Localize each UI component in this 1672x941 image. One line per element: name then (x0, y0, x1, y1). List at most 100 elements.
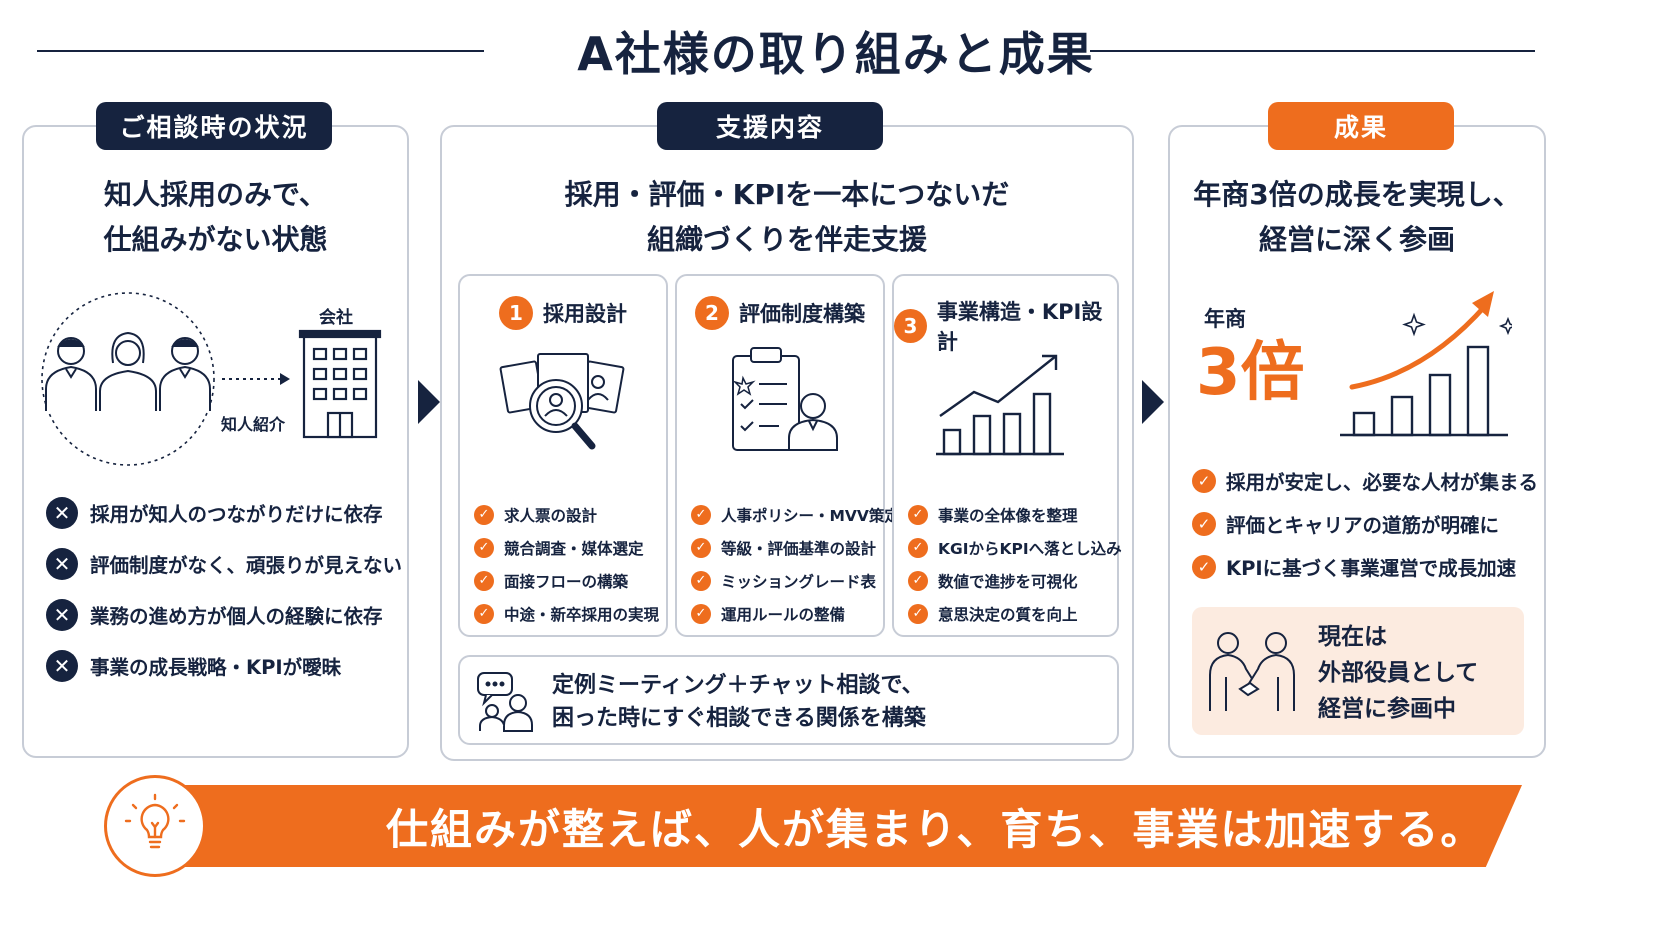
chat-consult-icon (477, 672, 533, 732)
check-icon: ✓ (691, 537, 711, 558)
support-headline-line2: 組織づくりを伴走支援 (646, 223, 927, 256)
current-role-line1: 現在は (1318, 624, 1387, 650)
conclusion-banner: 仕組みが整えば、人が集まり、育ち、事業は加速する。 (130, 785, 1522, 867)
card-title: 採用設計 (543, 302, 627, 326)
result-list: ✓ 採用が安定し、必要な人材が集まる ✓ 評価とキャリアの道筋が明確に ✓ KPIに基… (1192, 459, 1538, 588)
check-item: ✓ KGIからKPIへ落とし込み (908, 531, 1122, 564)
issue-text: 業務の進め方が個人の経験に依存 (90, 605, 383, 628)
issue-text: 採用が知人のつながりだけに依存 (90, 503, 383, 526)
title-rule-left (37, 50, 484, 52)
current-role-text: 現在は 外部役員として 経営に参画中 (1318, 619, 1478, 727)
result-item: ✓ 評価とキャリアの道筋が明確に (1192, 502, 1538, 545)
lightbulb-badge (104, 775, 206, 877)
check-item: ✓中途・新卒採用の実現 (474, 597, 659, 630)
result-tag: 成果 (1268, 102, 1454, 150)
check-text: 等級・評価基準の設計 (721, 539, 877, 558)
check-icon: ✓ (1192, 554, 1216, 579)
check-item: ✓ ミッショングレード表 (691, 564, 900, 597)
check-icon: ✓ (908, 603, 928, 624)
result-headline: 年商3倍の成長を実現し、 経営に深く参画 (1170, 172, 1544, 262)
revenue-label: 年商 (1204, 307, 1246, 331)
check-icon: ✓ (474, 537, 494, 558)
result-text: 採用が安定し、必要な人材が集まる (1226, 471, 1539, 494)
support-card-evaluation: 2 評価制度構築 ✓ 人事ポリシー・MVV策定 ✓ 等級・評価基準の設計 ✓ ミッショ… (675, 274, 900, 637)
check-icon: ✓ (908, 504, 928, 525)
check-text: 求人票の設計 (504, 506, 598, 525)
card-title: 事業構造・KPI設計 (936, 300, 1103, 354)
check-item: ✓ 等級・評価基準の設計 (691, 531, 900, 564)
step-number: 3 (894, 309, 927, 343)
growth-chart-icon (936, 354, 1064, 456)
check-icon: ✓ (691, 504, 711, 525)
person-icon (45, 337, 97, 411)
check-icon: ✓ (474, 504, 494, 525)
check-text: 人事ポリシー・MVV策定 (721, 506, 900, 525)
check-icon: ✓ (691, 603, 711, 624)
growth-bar-chart-icon (1340, 291, 1512, 437)
card-header: 3 事業構造・KPI設計 (894, 296, 1117, 356)
meeting-text: 定例ミーティング＋チャット相談で、 困った時にすぐ相談できる関係を構築 (552, 669, 926, 735)
referral-label: 知人紹介 (221, 415, 286, 434)
situation-headline-line2: 仕組みがない状態 (103, 223, 328, 256)
card-check-list: ✓事業の全体像を整理 ✓KGIからKPIへ落とし込み ✓数値で進捗を可視化 ✓意… (908, 498, 1122, 630)
meeting-box: 定例ミーティング＋チャット相談で、 困った時にすぐ相談できる関係を構築 (458, 655, 1119, 745)
meeting-text-line2: 困った時にすぐ相談できる関係を構築 (552, 706, 926, 731)
x-icon: ✕ (46, 547, 78, 580)
check-text: 数値で進捗を可視化 (938, 572, 1078, 591)
arrow-right-icon (280, 373, 290, 385)
current-role-line2: 外部役員として (1318, 660, 1479, 686)
card-check-list: ✓ 人事ポリシー・MVV策定 ✓ 等級・評価基準の設計 ✓ ミッショングレード表 ✓ 運… (691, 498, 900, 630)
issue-item: ✕ 業務の進め方が個人の経験に依存 (46, 589, 402, 640)
check-icon: ✓ (691, 570, 711, 591)
support-tag: 支援内容 (657, 102, 883, 150)
lightbulb-icon (124, 793, 186, 849)
situation-headline: 知人採用のみで、 仕組みがない状態 (24, 172, 407, 262)
building-icon (298, 329, 382, 439)
check-item: ✓ 数値で進捗を可視化 (908, 564, 1122, 597)
person-icon (99, 331, 157, 411)
step-number: 2 (695, 296, 729, 330)
check-text: ミッショングレード表 (721, 572, 877, 591)
current-role-box: 現在は 外部役員として 経営に参画中 (1192, 607, 1524, 735)
x-icon: ✕ (46, 496, 78, 529)
issue-text: 評価制度がなく、頑張りが見えない (90, 554, 403, 577)
recruit-search-icon (499, 353, 625, 450)
conclusion-text: 仕組みが整えば、人が集まり、育ち、事業は加速する。 (386, 804, 1485, 854)
check-item: ✓ 運用ルールの整備 (691, 597, 900, 630)
person-icon (159, 337, 211, 411)
result-headline-line2: 経営に深く参画 (1258, 223, 1455, 256)
support-headline-line1: 採用・評価・KPIを一本につないだ (564, 178, 1010, 211)
check-item: ✓ 求人票の設計 (474, 498, 659, 531)
handshake-icon (1209, 632, 1295, 711)
check-text: 競合調査・媒体選定 (504, 539, 644, 558)
support-card-kpi: 3 事業構造・KPI設計 ✓事業の全体像を整理 ✓KGIからKPIへ落とし込み … (892, 274, 1122, 637)
support-headline: 採用・評価・KPIを一本につないだ 組織づくりを伴走支援 (442, 172, 1132, 262)
x-icon: ✕ (46, 598, 78, 631)
card-title: 評価制度構築 (739, 302, 865, 326)
company-label: 会社 (319, 308, 353, 328)
check-icon: ✓ (1192, 468, 1216, 493)
check-text: 事業の全体像を整理 (938, 506, 1078, 525)
evaluation-clipboard-icon (732, 347, 838, 451)
referral-illustration (41, 292, 382, 466)
support-panel: 採用・評価・KPIを一本につないだ 組織づくりを伴走支援 1 採用設計 ✓ 求人票… (440, 125, 1134, 761)
check-item: ✓ 競合調査・媒体選定 (474, 531, 659, 564)
check-text: KGIからKPIへ落とし込み (938, 539, 1122, 558)
check-text: 面接フローの構築 (504, 572, 629, 591)
check-icon: ✓ (908, 537, 928, 558)
check-item: ✓面接フローの構築 (474, 564, 659, 597)
result-item: ✓ 採用が安定し、必要な人材が集まる (1192, 459, 1538, 502)
card-header: 1 採用設計 (460, 296, 666, 330)
check-item: ✓ 人事ポリシー・MVV策定 (691, 498, 900, 531)
check-icon: ✓ (908, 570, 928, 591)
step-number: 1 (499, 296, 533, 330)
check-item: ✓ 事業の全体像を整理 (908, 498, 1122, 531)
issue-item: ✕事業の成長戦略・KPIが曖昧 (46, 640, 402, 691)
card-header: 2 評価制度構築 (677, 296, 883, 330)
meeting-text-line1: 定例ミーティング＋チャット相談で、 (552, 673, 924, 698)
x-icon: ✕ (46, 649, 78, 682)
result-text: 評価とキャリアの道筋が明確に (1226, 514, 1500, 537)
result-text: KPIに基づく事業運営で成長加速 (1226, 557, 1517, 580)
check-text: 運用ルールの整備 (721, 605, 846, 624)
check-icon: ✓ (1192, 511, 1216, 536)
